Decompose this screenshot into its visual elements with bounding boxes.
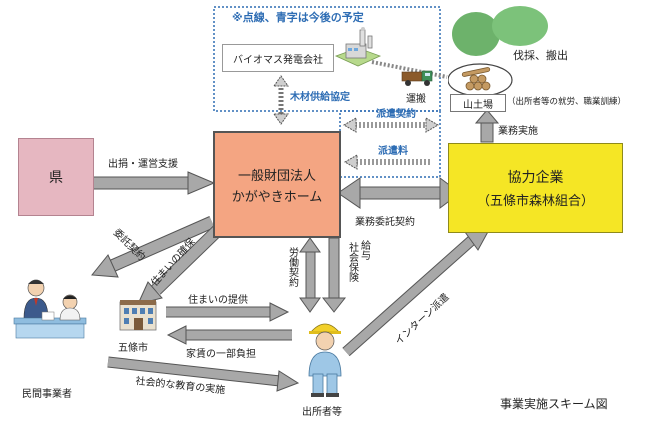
rent-label: 家賃の一部負担 [186, 349, 256, 360]
insurance-label: 社会保険 [346, 242, 358, 282]
prefecture-box: 県 [18, 138, 94, 216]
arrow-timber-supply [273, 75, 289, 125]
forest-illustration [448, 6, 548, 96]
work-impl-label: 業務実施 [498, 126, 538, 137]
yard-box: 山土場 [450, 94, 506, 112]
arrow-support [94, 171, 216, 195]
support-label: 出捐・運営支援 [108, 159, 178, 170]
arrow-rent [166, 325, 292, 345]
arrow-housing-secure [137, 225, 223, 305]
partner-label-line1: 協力企業 [507, 170, 564, 186]
log-truck-illustration [401, 70, 433, 86]
prefecture-label: 県 [49, 170, 63, 186]
housing-provide-label: 住まいの提供 [188, 295, 248, 306]
parolee-label: 出所者等 [302, 407, 342, 418]
arrow-intern [342, 227, 491, 357]
foundation-label-line1: 一般財団法人 [237, 168, 316, 184]
yard-label: 山土場 [463, 99, 493, 111]
arrow-consign [91, 216, 215, 278]
partner-box: 協力企業 （五條市森林組合） [448, 143, 623, 233]
labor-label: 労働契約 [286, 247, 298, 287]
dispatch-fee-label: 派遣料 [378, 146, 408, 157]
arrow-work-impl [474, 109, 500, 143]
foundation-label-line2: かがやきホーム [231, 189, 323, 205]
biomass-company-label: バイオマス発電会社 [233, 54, 323, 66]
future-plan-frame [213, 6, 441, 112]
logging-label: 伐採、搬出 [513, 49, 568, 62]
arrow-education [107, 356, 300, 392]
transport-label: 運搬 [406, 94, 426, 105]
partner-label-line2: （五條市森林組合） [476, 194, 594, 209]
arrow-salary [321, 237, 347, 313]
outsourcing-label: 業務委託契約 [355, 217, 415, 228]
arrow-housing-provide [166, 302, 290, 322]
arrow-outsourcing [337, 177, 461, 209]
dispatch-contract-label: 派遣契約 [376, 109, 416, 120]
arrow-transport [371, 60, 448, 79]
city-hall-icon [119, 300, 157, 331]
biomass-company-box: バイオマス発電会社 [222, 44, 334, 72]
salary-label: 給与 [358, 240, 370, 260]
diagram-caption: 事業実施スキーム図 [500, 397, 608, 411]
gojo-label: 五條市 [118, 343, 148, 354]
worker-illustration [308, 323, 342, 397]
future-note: ※点線、青字は今後の予定 [232, 11, 364, 24]
timber-supply-label: 木材供給協定 [290, 92, 350, 103]
arrow-dispatch-contract [343, 117, 439, 133]
dispatch-frame [339, 110, 441, 178]
arrow-labor [299, 237, 321, 313]
private-business-illustration [13, 279, 87, 339]
foundation-box: 一般財団法人 かがやきホーム [213, 131, 341, 238]
employment-label: （出所者等の就労、職業訓練） [507, 97, 627, 107]
private-business-label: 民間事業者 [22, 389, 72, 400]
power-plant-illustration [334, 27, 382, 67]
arrow-dispatch-fee [344, 154, 432, 170]
